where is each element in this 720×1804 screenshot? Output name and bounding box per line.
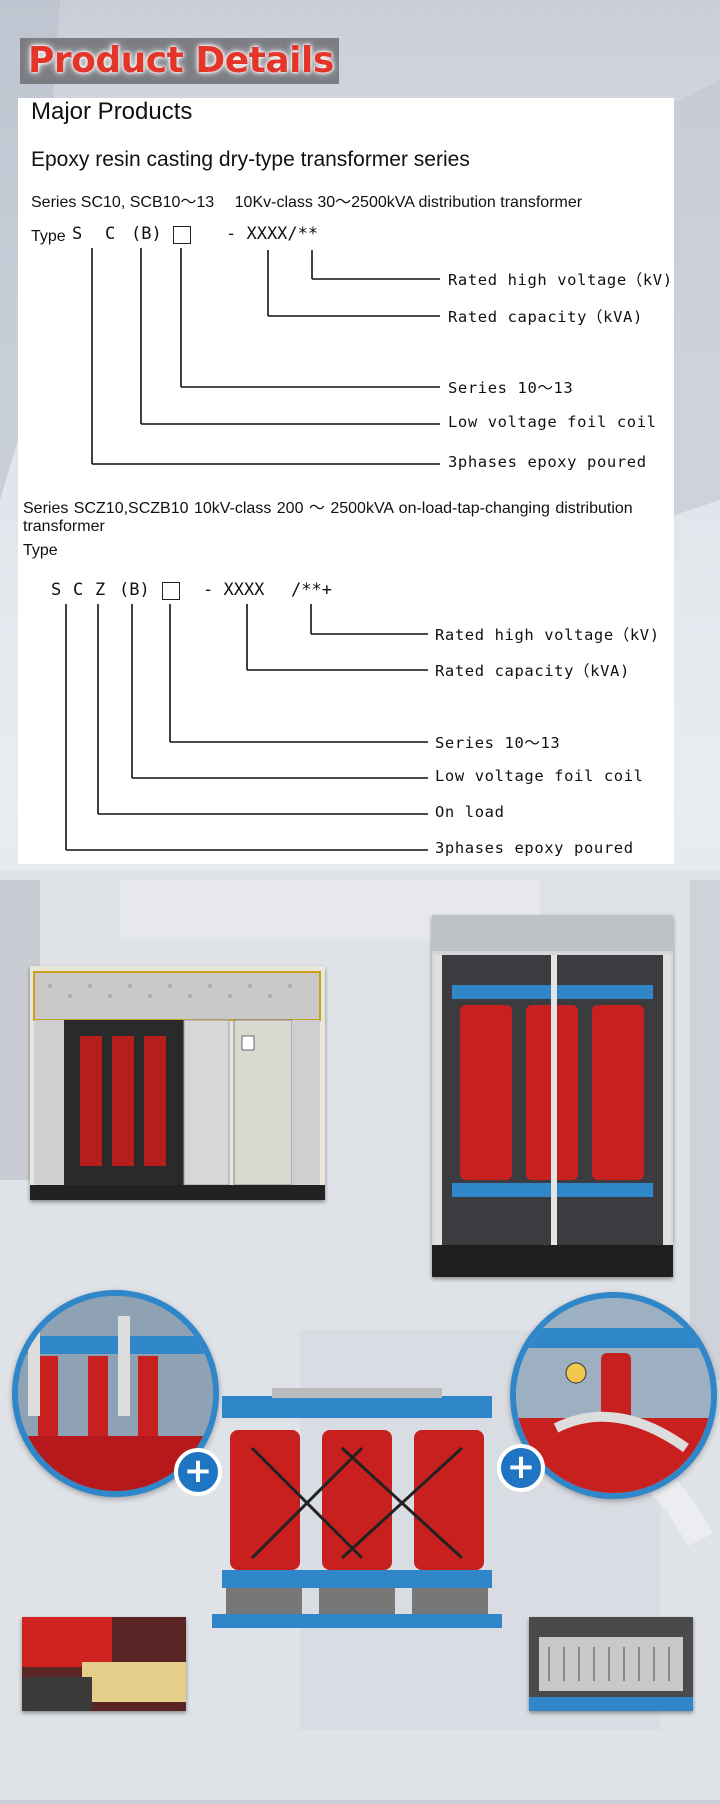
code2-diagram-lines [65,604,428,851]
series2-number-box [162,582,180,600]
code-suffix: - XXXX/** [226,224,319,244]
type2-label: Type [23,542,58,559]
series-title: Epoxy resin casting dry-type transformer… [31,148,470,171]
page-header: Product Details [20,38,339,84]
label-3phases-epoxy: 3phases epoxy poured [448,453,647,471]
code-s: S [72,224,83,244]
main-transformer-image [212,1388,502,1643]
series2-description: Series SCZ10,SCZB10 10kV-class 200 ～ 250… [23,500,633,517]
radiator-closeup-photo [529,1617,693,1711]
enclosure-transformer-photo [432,915,673,1277]
spec-panel-sc10: Major Products Epoxy resin casting dry-t… [18,98,674,484]
type-label: Type [31,228,66,245]
spec-panel-scz10: Series SCZ10,SCZB10 10kV-class 200 ～ 250… [18,484,674,864]
expand-detail-right-button[interactable]: + [497,1444,545,1492]
series-description: Series SC10, SCB10～13 10Kv-class 30～2500… [31,194,583,211]
label2-series-range: Series 10～13 [435,734,561,752]
code2-suffix: /**+ [291,580,332,600]
page-title: Product Details [28,40,334,81]
code-c: C [105,224,116,244]
label-series-range: Series 10～13 [448,379,574,397]
detail-circle-right [510,1292,717,1499]
code2-s: S [51,580,62,600]
major-products-heading: Major Products [31,98,193,125]
series-number-box [173,226,191,244]
label-low-voltage-foil-coil: Low voltage foil coil [448,413,657,431]
label2-rated-capacity: Rated capacity（kVA) [435,662,630,680]
code-b: (B) [131,224,162,244]
detail-circle-left [12,1290,219,1497]
label-rated-high-voltage: Rated high voltage（kV) [448,271,673,289]
code2-c: C [73,580,84,600]
coil-closeup-photo [22,1617,186,1711]
code2-dash: - XXXX [203,580,265,600]
code2-z: Z [95,580,106,600]
label-rated-capacity: Rated capacity（kVA) [448,308,643,326]
label2-3phases-epoxy: 3phases epoxy poured [435,839,634,857]
label2-low-voltage-foil-coil: Low voltage foil coil [435,767,644,785]
code2-b: (B) [119,580,150,600]
expand-detail-left-button[interactable]: + [174,1448,222,1496]
series2-description-cont: transformer [23,518,105,535]
cabinet-set-photo [30,966,325,1200]
code-diagram-lines [91,248,440,465]
label2-rated-high-voltage: Rated high voltage（kV) [435,626,660,644]
label2-on-load: On load [435,803,505,821]
